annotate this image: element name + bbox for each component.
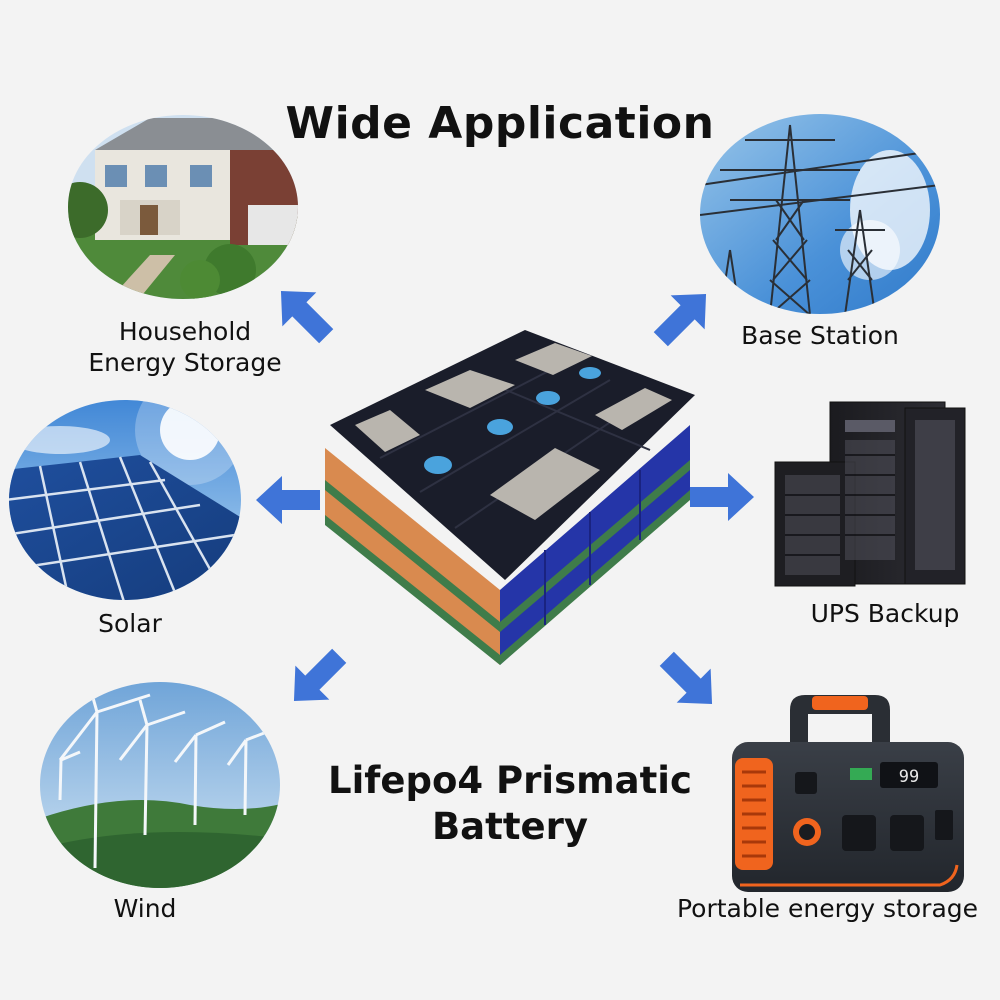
portable-power-station-photo: 99 [732, 695, 964, 892]
arrow-to-portable [659, 651, 713, 705]
battery-pack-illustration [325, 330, 695, 665]
label-base-station: Base Station [741, 321, 899, 350]
page-title: Wide Application [285, 98, 715, 149]
arrows [256, 290, 754, 705]
arrow-to-solar [256, 476, 320, 524]
arrow-to-base-station [653, 293, 707, 347]
label-wind: Wind [113, 894, 177, 923]
product-name-line1: Lifepo4 Prismatic [328, 759, 692, 802]
arrow-to-ups [690, 473, 754, 521]
product-name: Lifepo4 Prismatic Battery [320, 758, 700, 850]
label-household-line2: Energy Storage [88, 348, 282, 377]
ups-server-photo [774, 401, 966, 587]
label-household: Household Energy Storage [70, 316, 300, 378]
house-photo [68, 115, 298, 299]
svg-text:99: 99 [899, 767, 919, 787]
arrow-to-household [280, 290, 334, 344]
product-name-line2: Battery [431, 805, 588, 848]
label-portable-energy-storage: Portable energy storage [676, 894, 979, 923]
solar-panel-photo [9, 400, 241, 600]
arrow-to-wind [293, 648, 347, 702]
power-tower-photo [700, 114, 940, 314]
label-household-line1: Household [118, 317, 252, 346]
label-ups-backup: UPS Backup [810, 599, 960, 628]
wind-turbine-photo [40, 682, 280, 888]
label-solar: Solar [98, 609, 162, 638]
